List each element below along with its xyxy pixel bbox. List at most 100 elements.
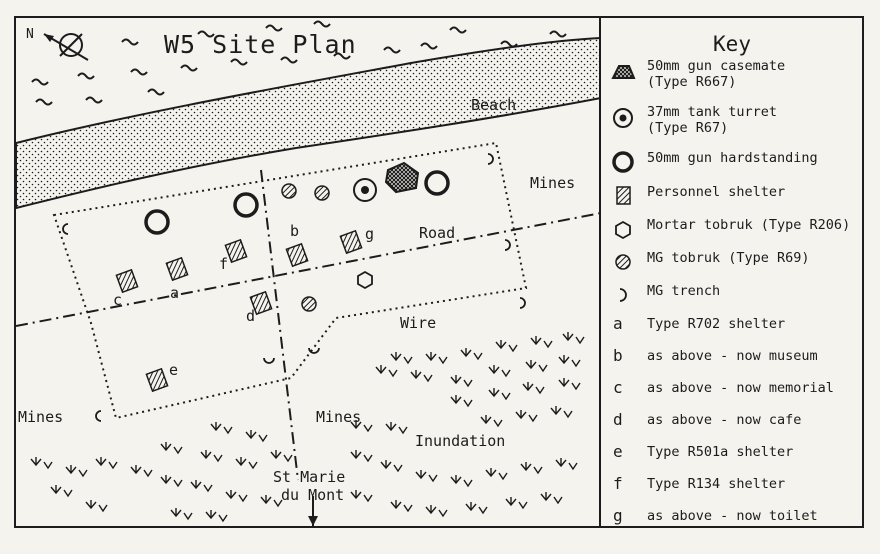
- key-item-text: as above - now memorial: [647, 380, 834, 396]
- mg-tobruk-icon: [314, 185, 330, 201]
- key-item: MG trench: [601, 283, 863, 313]
- marsh-tuft-icon: [160, 442, 183, 455]
- tank-turret-icon: [609, 104, 637, 132]
- marsh-tuft-icon: [385, 422, 408, 435]
- marsh-tuft-icon: [460, 348, 483, 361]
- marsh-tuft-icon: [522, 382, 545, 395]
- marsh-tuft-icon: [170, 508, 193, 521]
- marsh-tuft-icon: [410, 370, 433, 383]
- marsh-tuft-icon: [465, 502, 488, 515]
- wave-icon: [121, 38, 139, 46]
- wave-icon: [77, 72, 95, 80]
- site-letter-f: f: [219, 255, 229, 273]
- mg-trench-icon: [62, 223, 69, 235]
- site-letter-g: g: [365, 225, 375, 243]
- key-letter: f: [613, 474, 623, 493]
- marsh-tuft-icon: [515, 410, 538, 423]
- mg-trench-icon: [308, 347, 320, 354]
- mg-trench-icon: [609, 283, 637, 311]
- marsh-tuft-icon: [50, 485, 73, 498]
- personnel-shelter-icon: [165, 256, 189, 282]
- marsh-tuft-icon: [425, 505, 448, 518]
- key-item-text: 50mm gun casemate: [647, 58, 786, 74]
- mortar-tobruk-icon: [609, 217, 637, 245]
- outer-frame: [14, 16, 864, 528]
- st-marie-label: St Marie: [273, 468, 346, 486]
- personnel-shelter-icon: [145, 367, 169, 393]
- site-letter-d: d: [246, 307, 256, 325]
- mg-trench-icon: [263, 357, 275, 364]
- key-letter: g: [613, 506, 623, 525]
- wave-icon: [420, 42, 438, 50]
- key-item-text: Personnel shelter: [647, 184, 786, 200]
- marsh-tuft-icon: [390, 500, 413, 513]
- marsh-tuft-icon: [260, 495, 283, 508]
- wave-icon: [85, 96, 103, 104]
- site-letter-e: e: [169, 361, 179, 379]
- wave-icon: [147, 88, 165, 96]
- personnel-shelter-icon: [224, 238, 248, 264]
- marsh-tuft-icon: [85, 500, 108, 513]
- key-item: 37mm tank turret(Type R67): [601, 104, 863, 136]
- gun-casemate-icon: [384, 161, 420, 194]
- wave-icon: [549, 30, 567, 38]
- compass-icon: [43, 33, 89, 61]
- inundation-label: Inundation: [415, 432, 506, 450]
- marsh-tuft-icon: [30, 457, 53, 470]
- key-item-text: as above - now museum: [647, 348, 818, 364]
- personnel-shelter-icon: [115, 268, 139, 294]
- wave-icon: [180, 64, 198, 72]
- marsh-tuft-icon: [550, 406, 573, 419]
- key-item: Personnel shelter: [601, 184, 863, 214]
- marsh-tuft-icon: [65, 465, 88, 478]
- wave-icon: [280, 56, 298, 64]
- key-letter: d: [613, 410, 623, 429]
- gun-hardstanding-icon: [233, 192, 259, 218]
- wire-line: [260, 169, 299, 481]
- mg-tobruk-icon: [301, 296, 317, 312]
- beach-area: [16, 36, 601, 210]
- key-item-text: as above - now toilet: [647, 508, 818, 524]
- marsh-tuft-icon: [225, 490, 248, 503]
- marsh-tuft-icon: [390, 352, 413, 365]
- wave-icon: [333, 52, 351, 60]
- key-item-text: 50mm gun hardstanding: [647, 150, 818, 166]
- marsh-tuft-icon: [450, 375, 473, 388]
- wave-icon: [130, 68, 148, 76]
- mg-tobruk-icon: [281, 183, 297, 199]
- gun-hardstanding-icon: [424, 170, 450, 196]
- key-item-text: Type R134 shelter: [647, 476, 786, 492]
- key-letter: a: [613, 314, 623, 333]
- mg-tobruk-icon: [609, 250, 637, 278]
- key-item-text: as above - now cafe: [647, 412, 802, 428]
- marsh-tuft-icon: [190, 480, 213, 493]
- key-item-text: MG trench: [647, 283, 721, 299]
- wave-icon: [31, 78, 49, 86]
- mg-trench-icon: [519, 297, 526, 309]
- marsh-tuft-icon: [488, 365, 511, 378]
- map-drawing: [16, 20, 601, 526]
- tank-turret-icon: [353, 178, 377, 202]
- personnel-shelter-icon: [609, 184, 637, 212]
- key-letter: e: [613, 442, 623, 461]
- personnel-shelter-icon: [339, 229, 363, 255]
- marsh-tuft-icon: [562, 332, 585, 345]
- key-item-text: 37mm tank turret: [647, 104, 778, 120]
- marsh-tuft-icon: [450, 395, 473, 408]
- casemate-icon: [609, 58, 637, 86]
- key-item: 50mm gun hardstanding: [601, 150, 863, 180]
- key-item-text: Type R501a shelter: [647, 444, 794, 460]
- map-panel: W5 Site Plan N Beach Mines Road Wire Min…: [16, 18, 601, 526]
- marsh-tuft-icon: [350, 490, 373, 503]
- gun-hardstanding-icon: [609, 150, 637, 178]
- marsh-tuft-icon: [210, 422, 233, 435]
- key-item-text: MG tobruk (Type R69): [647, 250, 810, 266]
- key-item: Mortar tobruk (Type R206): [601, 217, 863, 247]
- key-item-text: Mortar tobruk (Type R206): [647, 217, 851, 233]
- key-title: Key: [713, 32, 751, 56]
- marsh-tuft-icon: [525, 360, 548, 373]
- wave-icon: [313, 20, 331, 28]
- wave-icon: [230, 58, 248, 66]
